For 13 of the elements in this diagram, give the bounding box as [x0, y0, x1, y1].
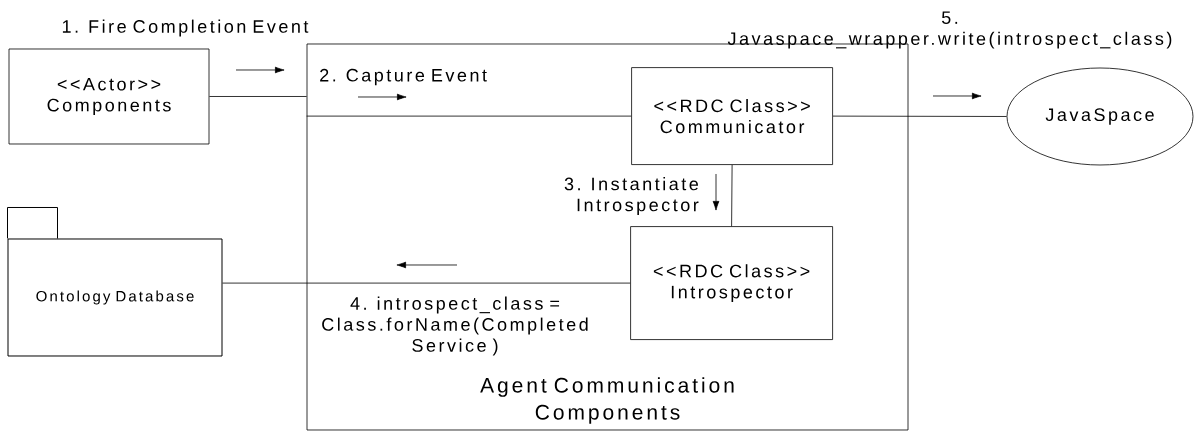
- edge-label: 3. Instantiate Introspector: [564, 177, 699, 215]
- connector-line: [222, 282, 631, 284]
- connector-line: [209, 96, 307, 97]
- package-box: Ontology Database: [7, 207, 223, 357]
- edge-label: 2. Capture Event: [320, 68, 487, 86]
- connector-line: [731, 164, 733, 227]
- class-box: <<Actor>> Components: [8, 48, 210, 145]
- class-box: <<RDC Class>> Introspector: [630, 226, 833, 340]
- edge-label: 1. Fire Completion Event: [62, 19, 309, 37]
- connector-line: [832, 115, 1007, 117]
- class-box: <<RDC Class>> Communicator: [631, 67, 833, 165]
- connector-line: [306, 115, 632, 117]
- edge-label: 4. introspect_class = Class.forName(Completed Service ): [322, 296, 588, 356]
